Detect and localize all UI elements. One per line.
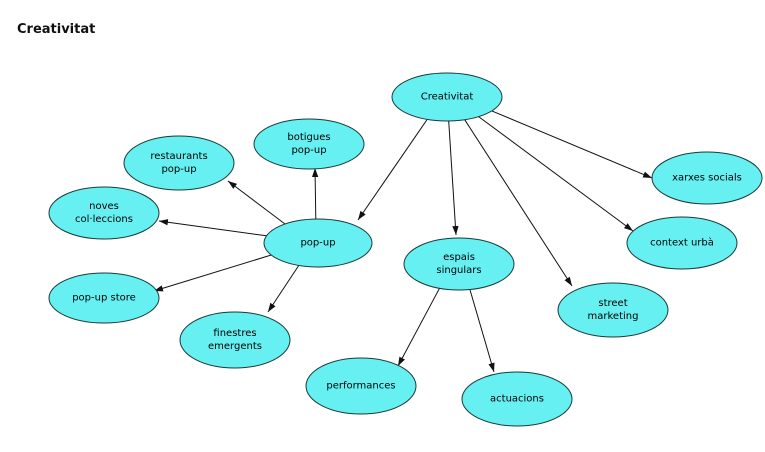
edge-popup-to-restaurants: [227, 180, 286, 225]
edge-creativitat-to-espais: [448, 120, 459, 236]
node-creativitat-label: Creativitat: [421, 92, 474, 103]
node-finestres: finestres emergents: [179, 311, 291, 369]
node-noves-ellipse: [48, 186, 160, 240]
node-context-label: context urbà: [650, 237, 714, 249]
node-restaurants-ellipse: [123, 135, 235, 191]
node-actuacions-ellipse: [461, 371, 573, 427]
node-context: context urbà: [626, 216, 738, 270]
edge-popup-to-store: [153, 254, 272, 292]
edge-creativitat-to-xarxes: [491, 110, 653, 179]
edge-espais-to-performances: [397, 288, 440, 367]
node-popup-label: pop-up: [300, 238, 335, 249]
node-popup: pop-up: [263, 218, 373, 268]
edge-popup-to-botigues: [311, 167, 319, 220]
node-actuacions: actuacions: [461, 371, 573, 427]
edge-popup-to-noves: [158, 219, 267, 237]
node-noves: noves col·leccions: [48, 186, 160, 240]
node-popup-ellipse: [263, 218, 373, 268]
node-botigues: botigues pop-up: [253, 118, 365, 170]
node-street-label: marketing: [588, 311, 639, 322]
node-finestres-ellipse: [179, 311, 291, 369]
node-noves-label: noves: [89, 201, 119, 212]
node-street-ellipse: [557, 282, 669, 338]
node-botigues-label: botigues: [287, 132, 330, 143]
node-finestres-label: finestres: [213, 328, 256, 339]
edge-popup-to-finestres: [267, 265, 300, 313]
node-espais: espais singulars: [403, 237, 515, 291]
node-restaurants-label: restaurants: [150, 151, 207, 162]
edge-creativitat-to-street: [464, 119, 573, 287]
node-noves-label: col·leccions: [75, 214, 133, 225]
node-espais-ellipse: [403, 237, 515, 291]
node-botigues-ellipse: [253, 118, 365, 170]
edge-espais-to-actuacions: [469, 289, 495, 373]
edge-creativitat-to-context: [478, 116, 634, 232]
edge-creativitat-to-popup: [357, 119, 428, 221]
node-restaurants: restaurants pop-up: [123, 135, 235, 191]
node-espais-label: espais: [443, 252, 475, 263]
node-creativitat-ellipse: [391, 72, 503, 122]
node-xarxes: xarxes socials: [651, 151, 763, 205]
node-creativitat: Creativitat: [391, 72, 503, 122]
node-store-label: pop-up store: [72, 293, 136, 304]
node-botigues-label: pop-up: [291, 145, 326, 156]
node-finestres-label: emergents: [208, 341, 262, 352]
node-xarxes-label: xarxes socials: [672, 173, 742, 184]
node-performances-label: performances: [326, 381, 395, 392]
node-xarxes-ellipse: [651, 151, 763, 205]
node-street-label: street: [598, 298, 627, 309]
node-espais-label: singulars: [436, 265, 481, 276]
page-title: Creativitat: [17, 22, 96, 37]
node-street: street marketing: [557, 282, 669, 338]
node-performances: performances: [305, 357, 417, 415]
node-store: pop-up store: [48, 272, 160, 324]
node-performances-ellipse: [305, 357, 417, 415]
node-store-ellipse: [48, 272, 160, 324]
edges-layer: [153, 110, 653, 373]
nodes-layer: Creativitat pop-up espais singulars street ma…: [48, 72, 763, 427]
node-actuacions-label: actuacions: [490, 394, 544, 405]
node-restaurants-label: pop-up: [161, 164, 196, 175]
node-context-ellipse: [626, 216, 738, 270]
